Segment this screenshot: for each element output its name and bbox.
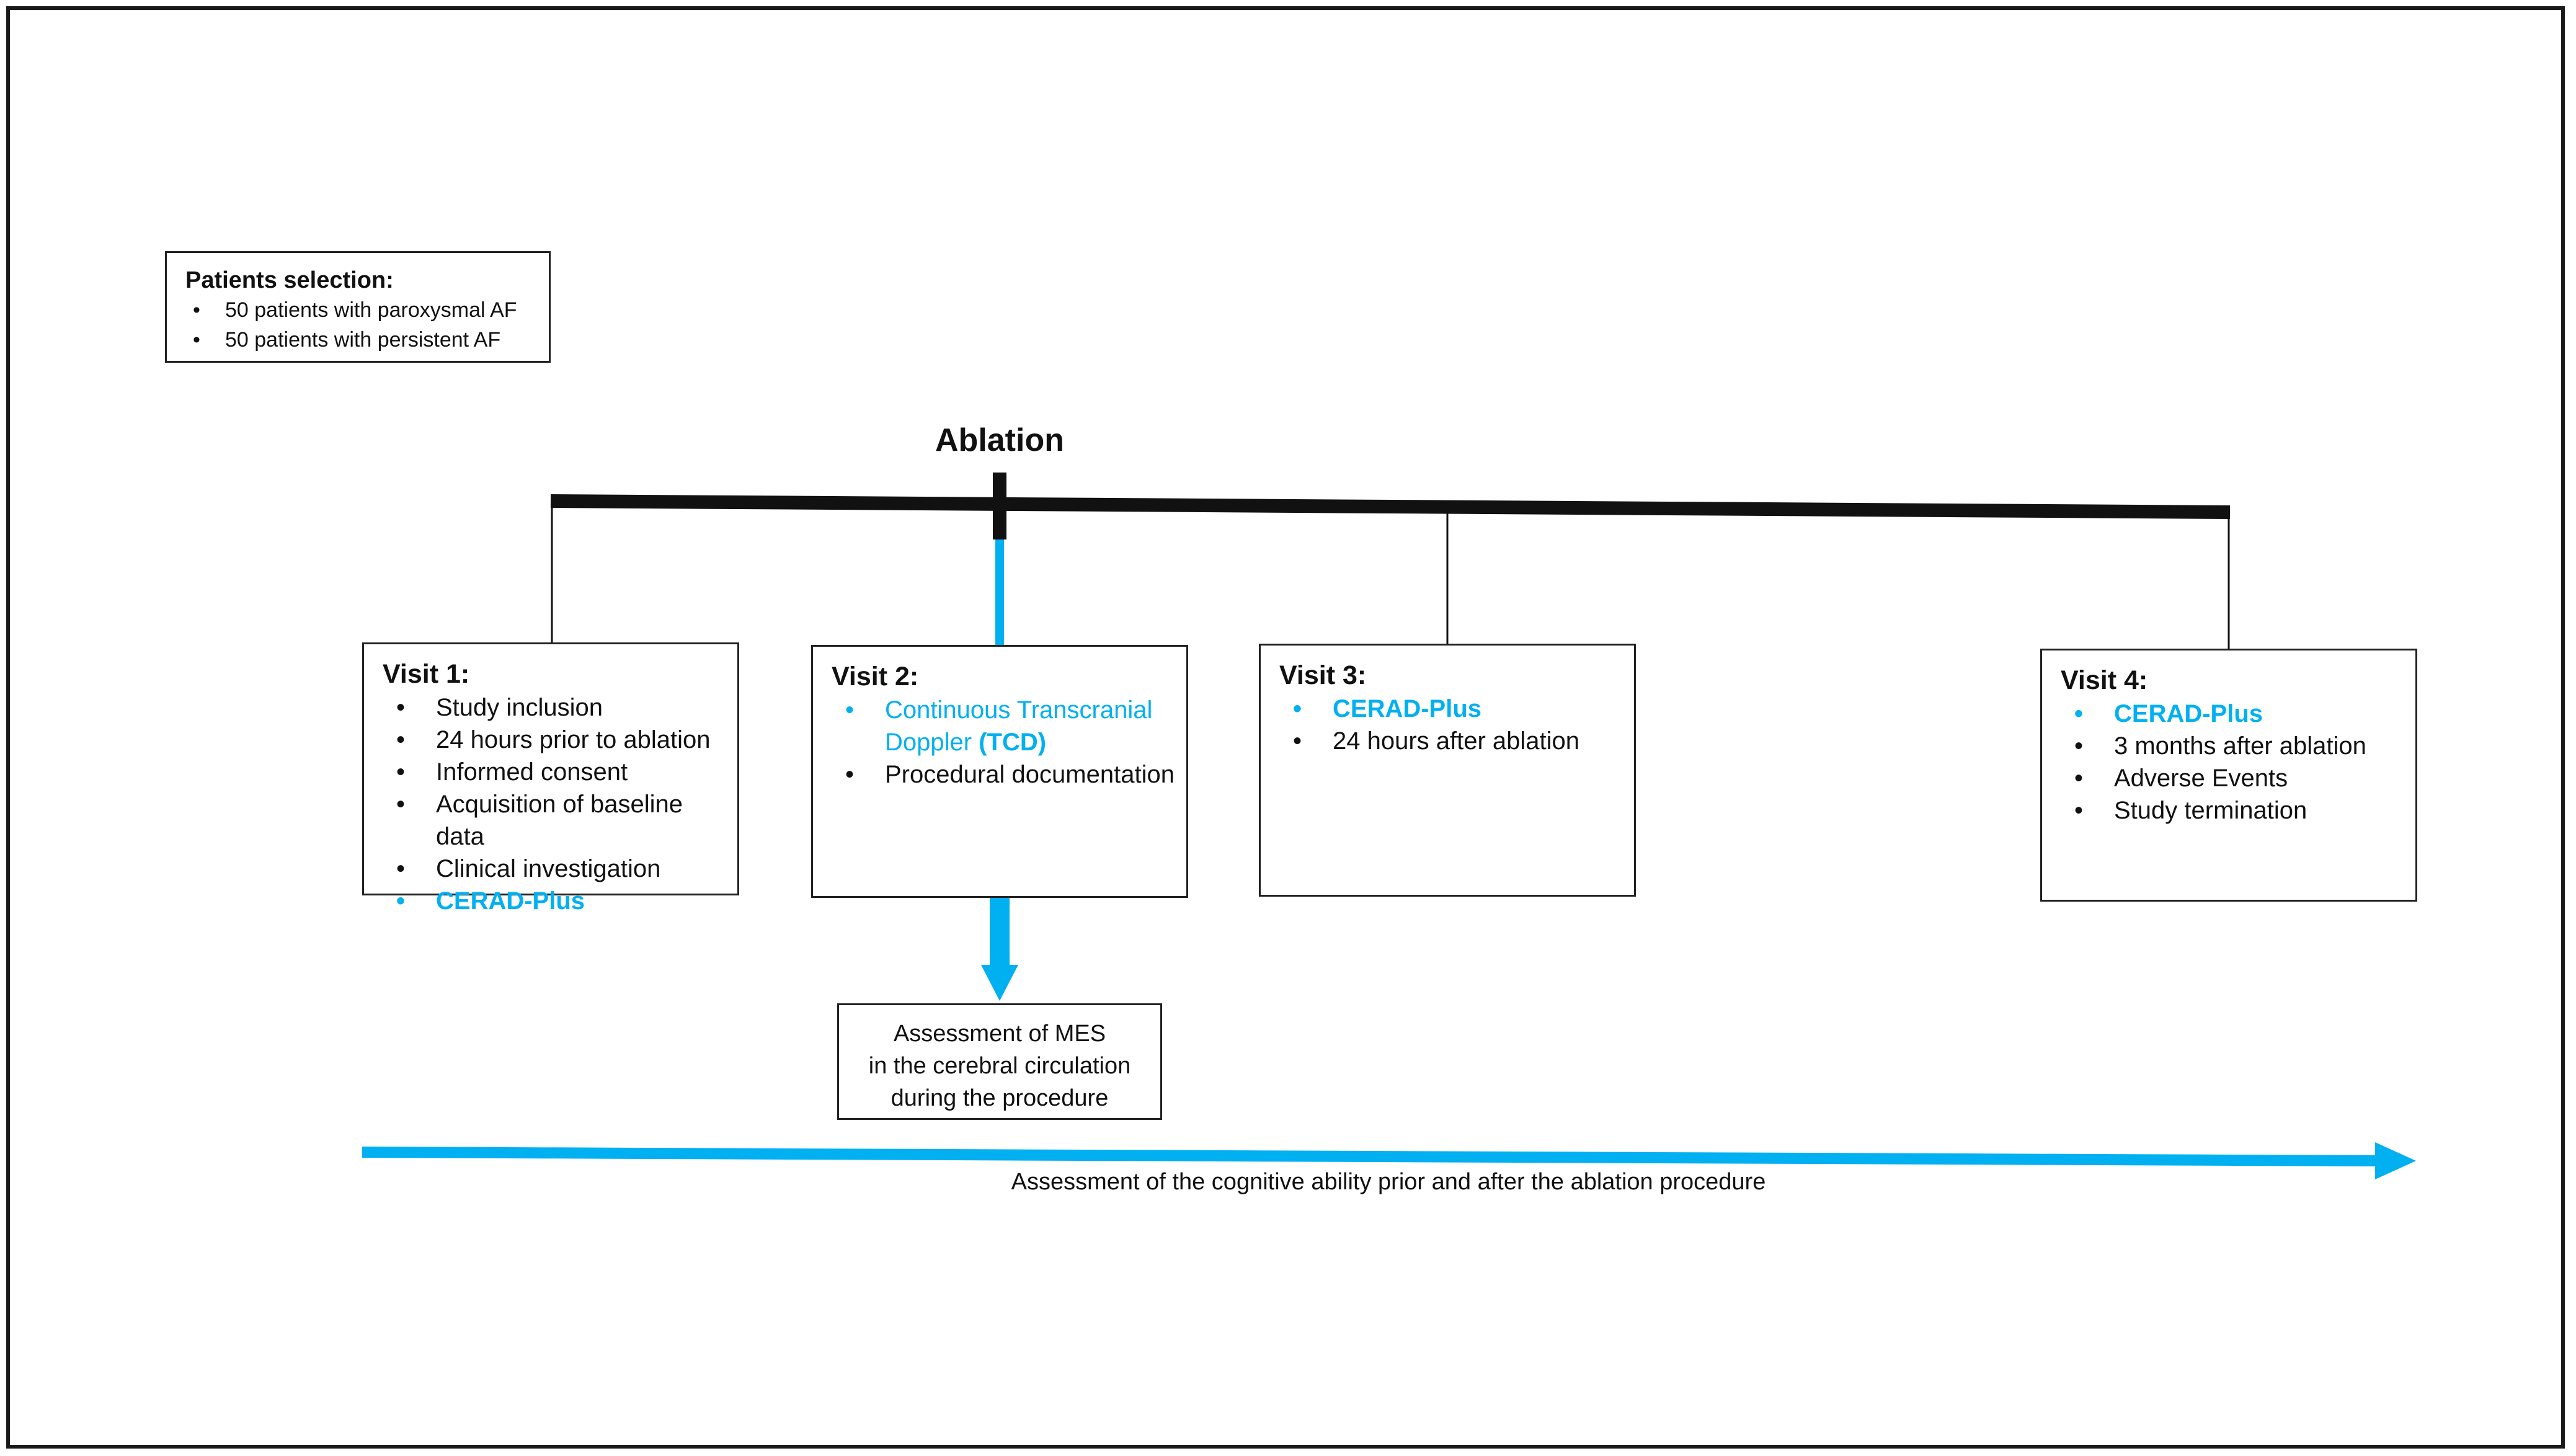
figure-frame <box>6 6 2565 1449</box>
visit3-item: 24 hours after ablation <box>1279 725 1634 757</box>
visit1-item: Informed consent <box>383 756 737 788</box>
patients-selection-box: Patients selection: 50 patients with par… <box>165 251 551 363</box>
mes-line: during the procedure <box>890 1085 1109 1111</box>
visit4-item: Adverse Events <box>2061 762 2415 794</box>
timeline-caption: Assessment of the cognitive ability prio… <box>1011 1169 1766 1195</box>
visit1-item: Clinical investigation <box>383 853 737 885</box>
visit1-item: Acquisition of baseline data <box>383 788 737 853</box>
patients-selection-title: Patients selection: <box>185 267 394 293</box>
visit3-item-cerad: CERAD-Plus <box>1279 693 1634 725</box>
ablation-label: Ablation <box>935 422 1064 458</box>
timeline-bar <box>550 494 2231 519</box>
cognitive-arrow-head <box>2375 1142 2416 1179</box>
visit2-title: Visit 2: <box>832 662 919 691</box>
patients-selection-item: 50 patients with paroxysmal AF <box>185 295 549 325</box>
visit2-tcd-line2: Doppler <box>885 729 979 756</box>
mes-arrow-head <box>981 965 1018 1001</box>
visit1-title: Visit 1: <box>383 659 470 689</box>
visit1-item: Study inclusion <box>383 691 737 724</box>
visit1-box: Visit 1: Study inclusion 24 hours prior … <box>362 642 739 917</box>
visit3-box: Visit 3: CERAD-Plus 24 hours after ablat… <box>1259 644 1636 897</box>
visit4-item: Study termination <box>2061 794 2415 827</box>
visit1-item: 24 hours prior to ablation <box>383 724 737 756</box>
visit4-item-cerad: CERAD-Plus <box>2061 698 2415 730</box>
visit4-item: 3 months after ablation <box>2061 730 2415 762</box>
visit1-item-cerad: CERAD-Plus <box>383 885 737 917</box>
patients-selection-item: 50 patients with persistent AF <box>185 325 549 355</box>
mes-line: Assessment of MES <box>893 1021 1106 1047</box>
visit2-tcd-line1: Continuous Transcranial <box>885 696 1153 724</box>
visit4-box: Visit 4: CERAD-Plus 3 months after ablat… <box>2040 649 2417 902</box>
visit3-title: Visit 3: <box>1279 660 1367 690</box>
visit4-title: Visit 4: <box>2061 665 2148 695</box>
mes-assessment-box: Assessment of MES in the cerebral circul… <box>837 1003 1162 1120</box>
cognitive-arrow-shaft <box>362 1147 2382 1166</box>
visit2-tcd-abbrev: (TCD) <box>979 729 1047 756</box>
visit2-box: Visit 2: Continuous TranscranialDoppler … <box>811 645 1188 898</box>
mes-line: in the cerebral circulation <box>868 1053 1131 1079</box>
visit2-item: Procedural documentation <box>832 758 1186 791</box>
